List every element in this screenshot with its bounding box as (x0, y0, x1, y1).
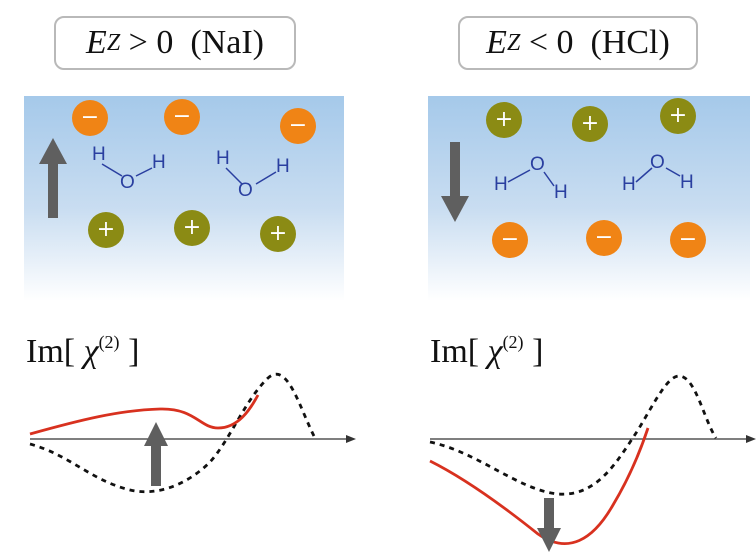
cation: + (174, 210, 210, 246)
axis-arrowhead (346, 435, 356, 443)
solid-curve (429, 427, 650, 545)
hydrogen-atom: H (554, 182, 568, 203)
field-subscript: Z (506, 29, 521, 56)
chi-symbol: χ (487, 333, 503, 370)
condition-text: > 0 (NaI) (120, 24, 264, 61)
spectrum-plot (429, 374, 756, 552)
hydrogen-atom: H (152, 152, 166, 173)
anion: − (670, 222, 706, 258)
down-arrow-icon (441, 142, 469, 222)
solid-curve (29, 394, 260, 436)
hydrogen-atom: H (494, 174, 508, 195)
oxygen-atom: O (238, 180, 253, 201)
bond-lines (101, 163, 153, 177)
interface-region: + + + H O H H O H − − − (428, 96, 750, 301)
dashed-curve (29, 372, 318, 494)
anion: − (72, 100, 108, 136)
cation: + (572, 106, 608, 142)
cation: + (88, 212, 124, 248)
condition-text: < 0 (HCl) (520, 24, 670, 61)
cation: + (660, 98, 696, 134)
bond-lines (635, 167, 681, 183)
chi-superscript: (2) (98, 332, 120, 352)
hydrogen-atom: H (622, 174, 636, 195)
hydrogen-atom: H (276, 156, 290, 177)
oxygen-atom: O (530, 154, 545, 175)
hydrogen-atom: H (92, 144, 106, 165)
interface-region: − − − H H O H H O + + + (24, 96, 344, 301)
water-molecule: H O H (492, 154, 582, 224)
bond-lines (507, 169, 555, 187)
chi-symbol: χ (83, 333, 99, 370)
water-molecule: H O H (620, 152, 710, 222)
oxygen-atom: O (120, 172, 135, 193)
chi-suffix: ] (523, 333, 544, 370)
down-arrow-icon (537, 498, 561, 552)
anion: − (164, 99, 200, 135)
chi-superscript: (2) (502, 332, 524, 352)
chi-suffix: ] (119, 333, 140, 370)
anion: − (280, 108, 316, 144)
cation: + (486, 102, 522, 138)
water-molecule: H H O (210, 148, 300, 218)
cation: + (260, 216, 296, 252)
field-symbol: E (86, 24, 107, 61)
spectrum-plot (29, 372, 356, 494)
chi-prefix: Im[ (430, 333, 488, 370)
field-subscript: Z (106, 29, 121, 56)
axis-arrowhead (746, 435, 756, 443)
chi-label: Im[ χ(2) ] (26, 332, 139, 371)
hydrogen-atom: H (680, 172, 694, 193)
hydrogen-atom: H (216, 148, 230, 169)
water-molecule: H H O (86, 142, 176, 212)
dashed-curve (429, 374, 718, 496)
anion: − (492, 222, 528, 258)
oxygen-atom: O (650, 152, 665, 173)
up-arrow-icon (144, 422, 168, 486)
bond-lines (225, 167, 277, 185)
up-arrow-icon (39, 138, 67, 218)
chi-label: Im[ χ(2) ] (430, 332, 543, 371)
anion: − (586, 220, 622, 256)
chi-prefix: Im[ (26, 333, 84, 370)
field-symbol: E (486, 24, 507, 61)
